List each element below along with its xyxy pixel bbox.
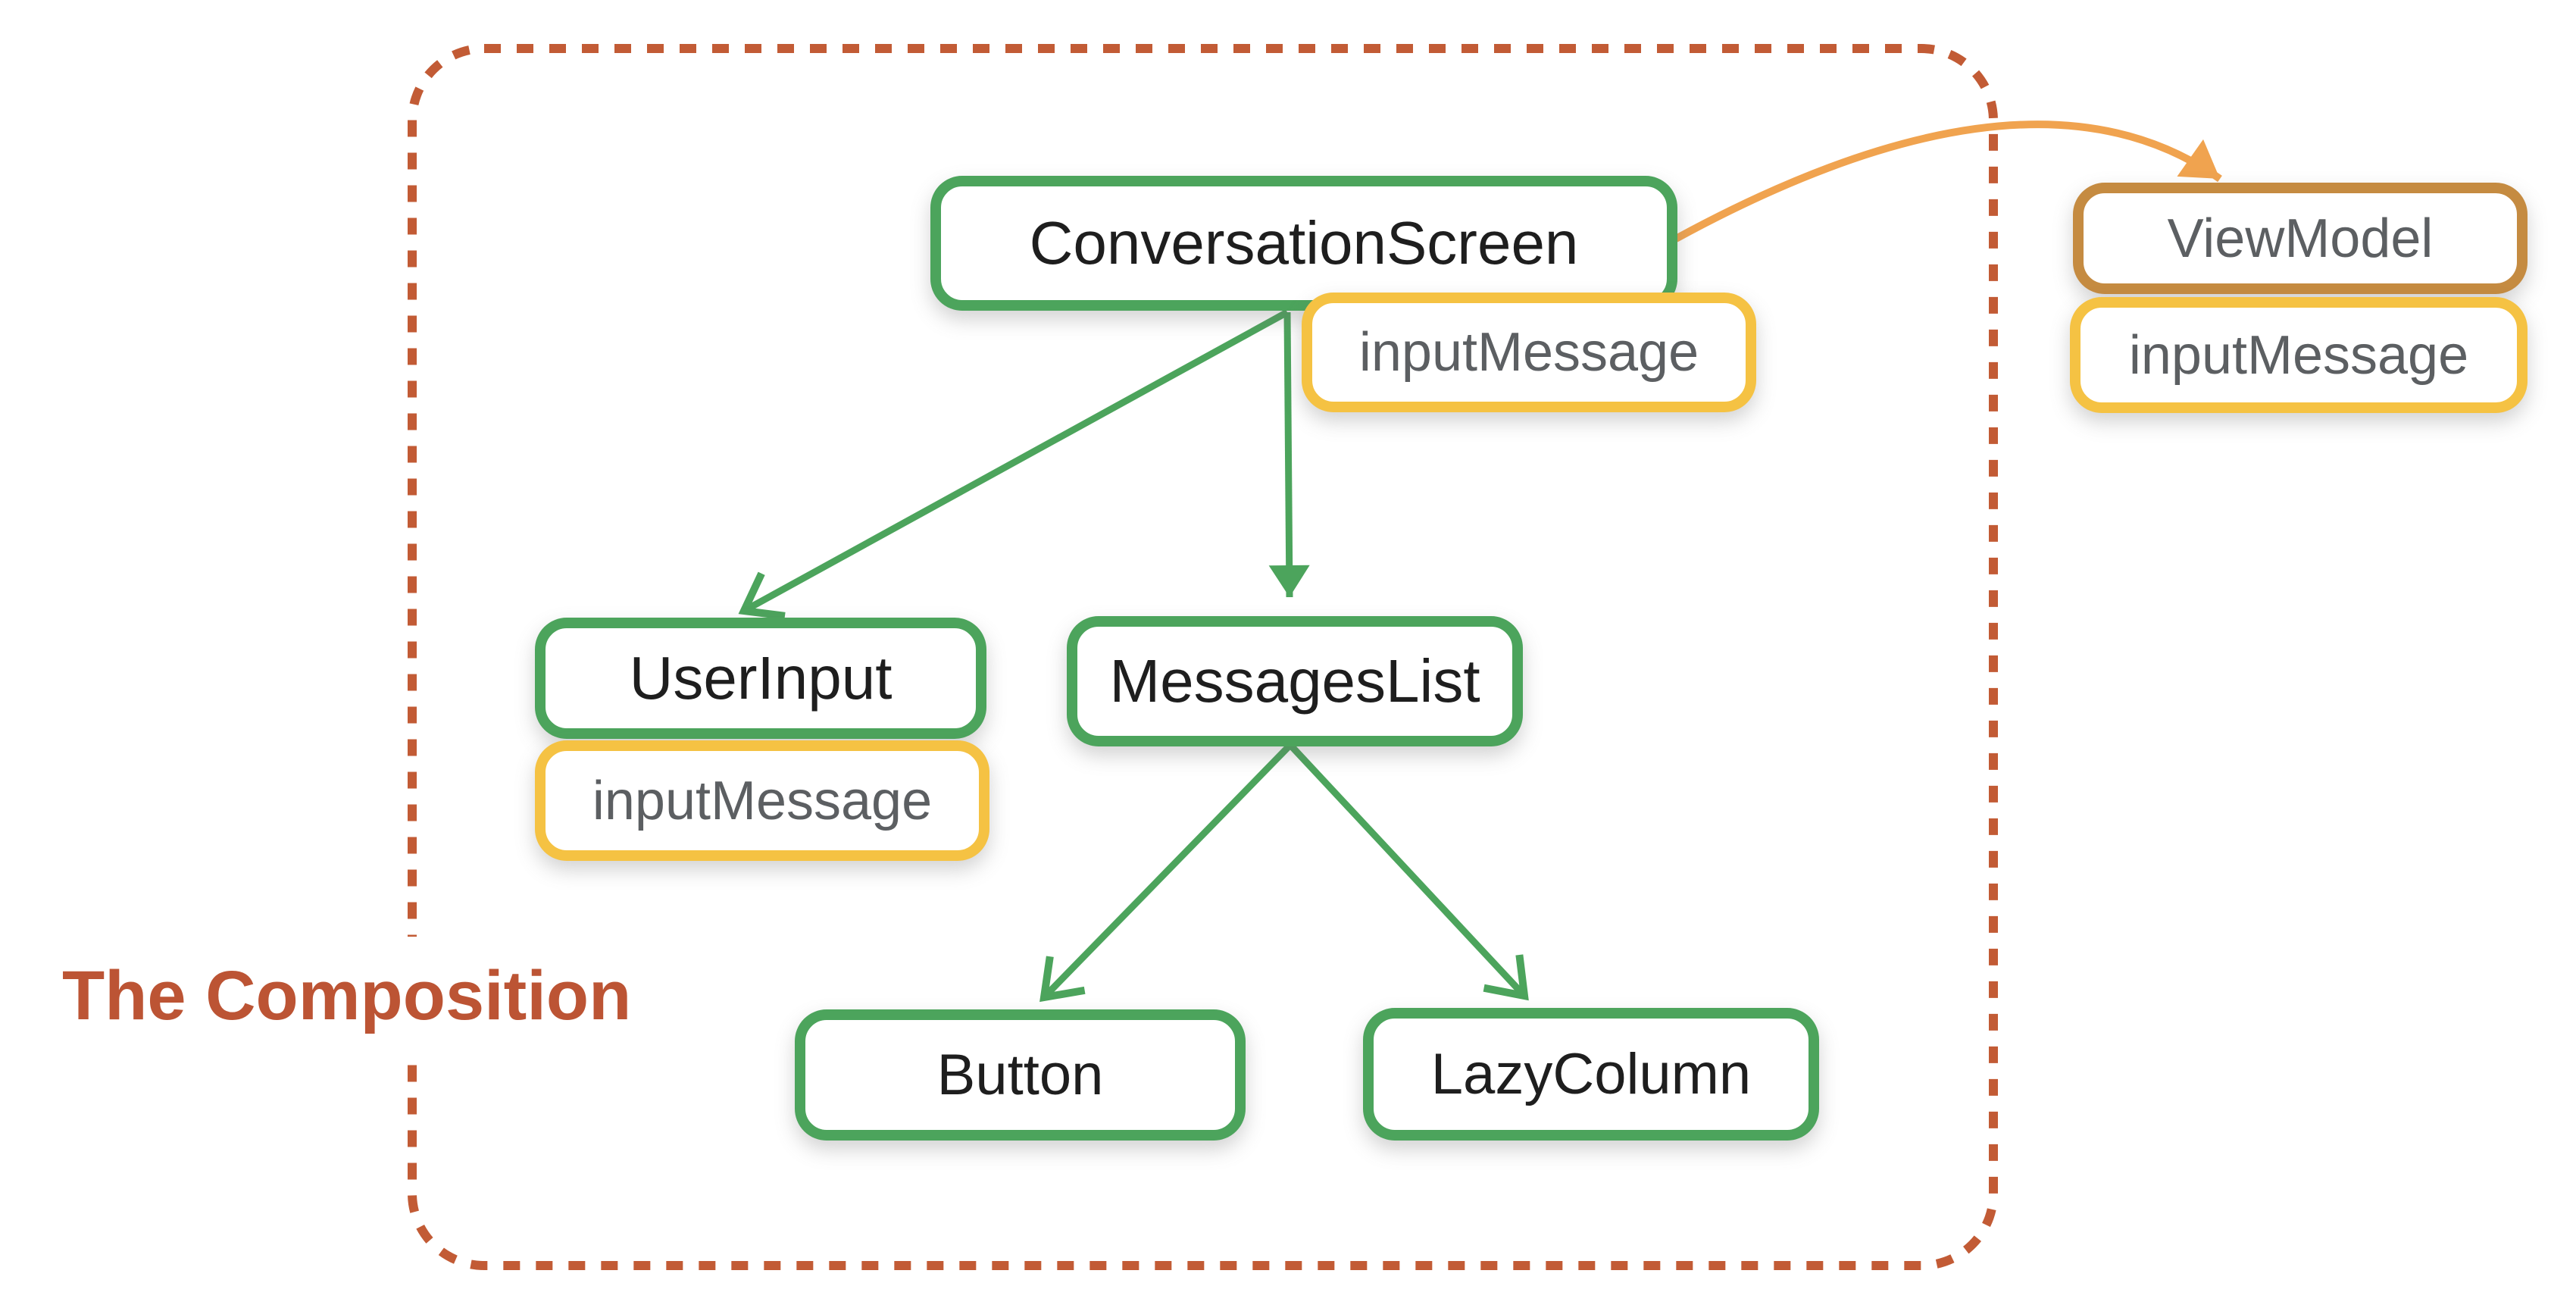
edge-conversationscreen-to-userinput-arrow xyxy=(738,309,1290,620)
edge-conversationscreen-to-messageslist-arrow xyxy=(1268,311,1310,598)
conversation-screen-label: ConversationScreen xyxy=(1029,209,1579,277)
view-model-label: ViewModel xyxy=(2167,208,2434,269)
composition-title: The Composition xyxy=(44,937,650,1056)
user-input-node: UserInput xyxy=(535,618,986,739)
button-node: Button xyxy=(795,1009,1246,1141)
view-model-state-node: inputMessage xyxy=(2070,297,2528,413)
user-input-state-label: inputMessage xyxy=(592,770,933,831)
user-input-label: UserInput xyxy=(629,644,893,712)
conversation-screen-state-node: inputMessage xyxy=(1302,293,1756,412)
edge-messageslist-to-button-arrow xyxy=(1039,742,1293,1003)
button-label: Button xyxy=(936,1043,1104,1107)
user-input-state-node: inputMessage xyxy=(535,740,989,861)
messages-list-node: MessagesList xyxy=(1067,616,1523,746)
view-model-node: ViewModel xyxy=(2073,183,2528,294)
messages-list-label: MessagesList xyxy=(1109,647,1480,715)
conversation-screen-state-label: inputMessage xyxy=(1358,322,1699,383)
edge-conversationscreen-to-viewmodel-curved-arrow xyxy=(1674,120,2222,243)
composition-title-text: The Composition xyxy=(62,957,632,1034)
lazy-column-node: LazyColumn xyxy=(1363,1008,1819,1141)
lazy-column-label: LazyColumn xyxy=(1430,1042,1752,1106)
composition-boundary-dashed-border xyxy=(408,44,1998,1270)
view-model-state-label: inputMessage xyxy=(2128,324,2469,386)
conversation-screen-node: ConversationScreen xyxy=(930,176,1677,311)
edge-messageslist-to-lazycolumn-arrow xyxy=(1287,742,1529,1001)
